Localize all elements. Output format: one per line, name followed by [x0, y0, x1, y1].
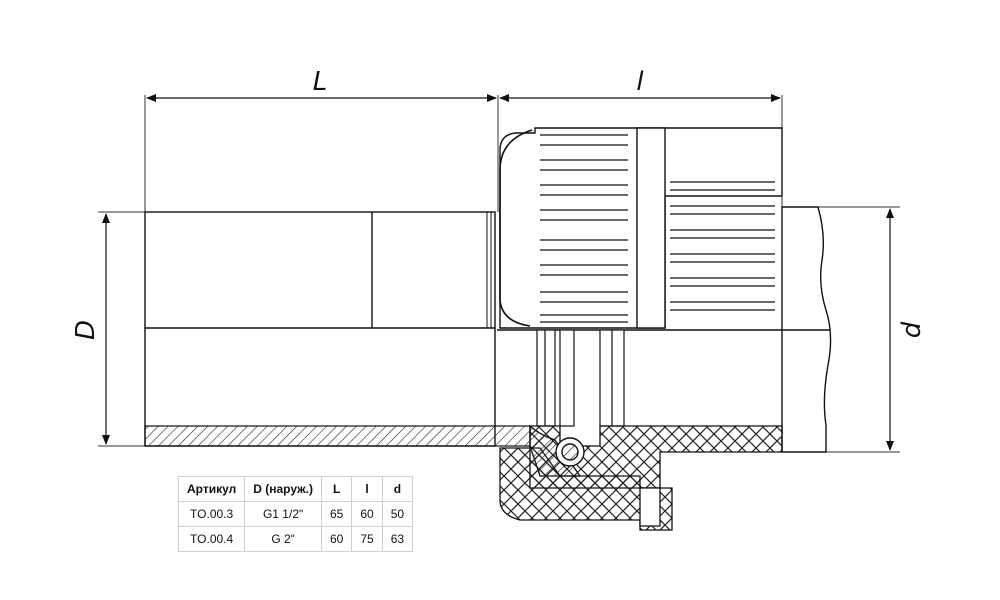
table-row: TO.00.4 G 2" 60 75 63: [177, 526, 414, 552]
cell-outer-diameter: G 2": [244, 526, 322, 552]
cell-d: 63: [381, 526, 414, 552]
header-L: L: [320, 476, 353, 502]
dimension-D-label: D: [71, 320, 101, 340]
cell-d: 50: [381, 501, 414, 527]
dimension-D: D: [71, 211, 145, 447]
union-nut: [499, 127, 783, 329]
dimension-d-label: d: [897, 321, 927, 338]
dimension-d: d: [818, 206, 927, 453]
body-wall-section: [144, 425, 531, 447]
header-outer-diameter: D (наруж.): [244, 476, 322, 502]
dimension-L: L: [144, 67, 499, 212]
cell-L: 65: [320, 501, 353, 527]
nut-ribs: [540, 134, 775, 323]
cell-article: TO.00.3: [177, 501, 246, 527]
dimension-L-label: L: [313, 67, 328, 97]
cell-l: 60: [351, 501, 383, 527]
clamp-ring: [536, 329, 625, 427]
spec-table: Артикул D (наруж.) L l d TO.00.3 G1 1/2"…: [177, 476, 414, 552]
cell-L: 60: [320, 526, 353, 552]
threaded-body: [144, 211, 496, 447]
spec-table-header: Артикул D (наруж.) L l d: [177, 476, 414, 502]
dimension-l-label: l: [636, 67, 644, 97]
cell-outer-diameter: G1 1/2": [244, 501, 322, 527]
cell-l: 75: [351, 526, 383, 552]
header-d: d: [381, 476, 414, 502]
o-ring: [555, 437, 585, 467]
nut-flange-section: [499, 447, 673, 531]
cell-article: TO.00.4: [177, 526, 246, 552]
table-row: TO.00.3 G1 1/2" 65 60 50: [177, 501, 414, 527]
header-article: Артикул: [177, 476, 246, 502]
header-l: l: [351, 476, 383, 502]
